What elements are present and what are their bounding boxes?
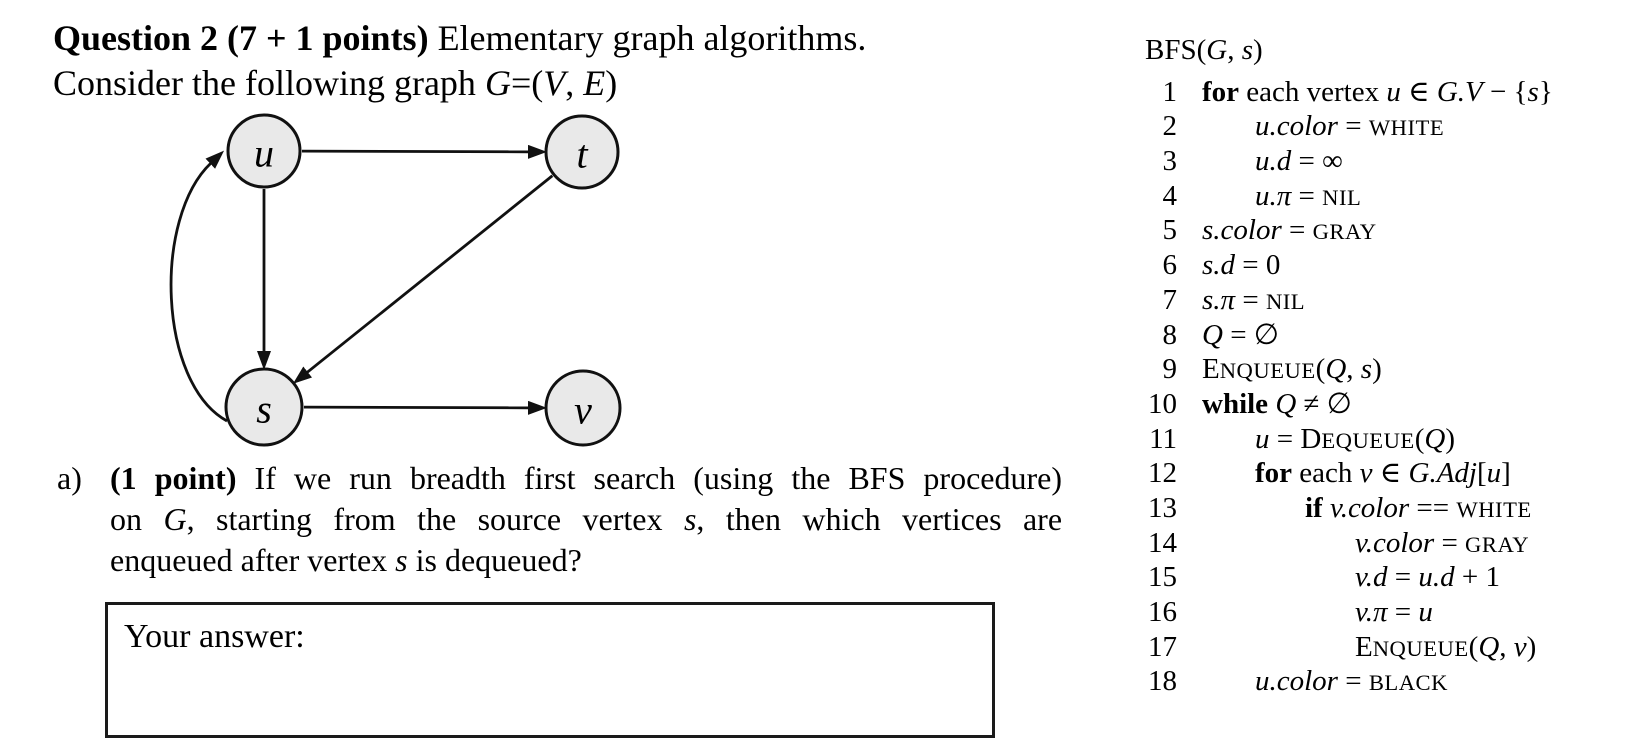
code-text: ENQUEUE(Q, s) bbox=[1202, 353, 1382, 386]
vertex-label-u: u bbox=[254, 131, 274, 176]
question-a-line2: on G, starting from the source vertex s,… bbox=[110, 501, 1063, 537]
question-a-text: (1 point) If we run breadth first search… bbox=[110, 458, 1062, 581]
code-line-6: 6 s.d = 0 bbox=[1145, 248, 1553, 283]
code-line-3: 3 u.d = ∞ bbox=[1145, 144, 1553, 179]
code-text: u.color = BLACK bbox=[1255, 665, 1448, 698]
vertex-label-t: t bbox=[576, 132, 588, 177]
code-text: v.d = u.d + 1 bbox=[1355, 561, 1500, 594]
code-line-11: 11 u = DEQUEUE(Q) bbox=[1145, 422, 1553, 457]
line-number: 14 bbox=[1148, 526, 1177, 559]
bfs-procedure-header: BFS(G, s) bbox=[1145, 34, 1263, 66]
code-line-17: 17 ENQUEUE(Q, v) bbox=[1145, 630, 1553, 665]
graph-edges bbox=[169, 144, 554, 423]
code-text: u.π = NIL bbox=[1255, 179, 1362, 212]
vertex-u bbox=[226, 113, 302, 189]
code-line-16: 16 v.π = u bbox=[1145, 595, 1553, 630]
bfs-code-lines: 1 for each vertex u ∈ G.V − {s} 2 u.color =… bbox=[1145, 75, 1553, 699]
code-text: u.d = ∞ bbox=[1255, 145, 1343, 178]
code-line-12: 12 for each v ∈ G.Adj[u] bbox=[1145, 456, 1553, 491]
vertex-label-s: s bbox=[256, 387, 272, 432]
code-line-9: 9 ENQUEUE(Q, s) bbox=[1145, 352, 1553, 387]
code-text: s.π = NIL bbox=[1202, 283, 1306, 316]
edge-t-to-s bbox=[292, 174, 554, 384]
line-number: 17 bbox=[1148, 630, 1177, 663]
line-number: 7 bbox=[1162, 283, 1178, 316]
question-title-line1: Question 2 (7 + 1 points) Elementary gra… bbox=[53, 18, 867, 58]
code-line-13: 13 if v.color == WHITE bbox=[1145, 491, 1553, 526]
code-line-15: 15 v.d = u.d + 1 bbox=[1145, 560, 1553, 595]
line-number: 5 bbox=[1162, 214, 1178, 247]
line-number: 11 bbox=[1149, 422, 1177, 455]
question-title: Question 2 (7 + 1 points) Elementary gra… bbox=[53, 16, 1063, 106]
code-text: for each vertex u ∈ G.V − {s} bbox=[1202, 75, 1553, 108]
code-text: for each v ∈ G.Adj[u] bbox=[1255, 457, 1511, 490]
question-a-label: a) bbox=[57, 460, 82, 496]
line-number: 8 bbox=[1162, 318, 1178, 351]
edge-u-to-t bbox=[301, 144, 547, 159]
graph-nodes: u t s v bbox=[224, 113, 622, 447]
vertex-s bbox=[224, 367, 304, 447]
vertex-label-v: v bbox=[574, 388, 592, 433]
code-line-7: 7 s.π = NIL bbox=[1145, 283, 1553, 318]
line-number: 15 bbox=[1148, 561, 1177, 594]
bfs-pseudocode: BFS(G, s) 1 for each vertex u ∈ G.V − {s}… bbox=[1145, 33, 1553, 699]
line-number: 4 bbox=[1162, 179, 1178, 212]
code-line-5: 5 s.color = GRAY bbox=[1145, 213, 1553, 248]
code-line-1: 1 for each vertex u ∈ G.V − {s} bbox=[1145, 75, 1553, 110]
line-number: 2 bbox=[1162, 110, 1178, 143]
line-number: 18 bbox=[1148, 665, 1177, 698]
line-number: 12 bbox=[1148, 457, 1177, 490]
code-text: v.π = u bbox=[1355, 596, 1433, 628]
code-line-14: 14 v.color = GRAY bbox=[1145, 526, 1553, 561]
code-line-10: 10 while Q ≠ ∅ bbox=[1145, 387, 1553, 422]
code-text: while Q ≠ ∅ bbox=[1202, 387, 1352, 420]
question-a-line1: (1 point) If we run breadth first search… bbox=[110, 460, 1063, 496]
vertex-v bbox=[544, 369, 622, 447]
answer-box[interactable]: Your answer: bbox=[105, 602, 995, 738]
code-text: s.color = GRAY bbox=[1202, 214, 1377, 247]
code-text: ENQUEUE(Q, v) bbox=[1355, 630, 1537, 663]
code-line-18: 18 u.color = BLACK bbox=[1145, 664, 1553, 699]
edge-s-to-u bbox=[169, 150, 228, 423]
code-line-8: 8 Q = ∅ bbox=[1145, 318, 1553, 353]
answer-box-label: Your answer: bbox=[124, 618, 305, 655]
code-text: s.d = 0 bbox=[1202, 249, 1281, 282]
line-number: 13 bbox=[1148, 491, 1177, 524]
code-line-4: 4 u.π = NIL bbox=[1145, 179, 1553, 214]
edge-s-to-v bbox=[303, 400, 547, 415]
line-number: 16 bbox=[1148, 596, 1177, 628]
vertex-t bbox=[544, 114, 620, 190]
code-text: u.color = WHITE bbox=[1255, 110, 1445, 143]
line-number: 9 bbox=[1162, 353, 1178, 386]
line-number: 10 bbox=[1148, 387, 1177, 420]
question-a-line3: enqueued after vertex s is dequeued? bbox=[110, 542, 582, 578]
line-number: 1 bbox=[1162, 75, 1178, 108]
code-text: if v.color == WHITE bbox=[1305, 491, 1532, 524]
code-text: u = DEQUEUE(Q) bbox=[1255, 422, 1456, 455]
line-number: 6 bbox=[1162, 249, 1178, 282]
line-number: 3 bbox=[1162, 145, 1178, 178]
question-title-line2: Consider the following graph G=(V, E) bbox=[53, 63, 618, 103]
code-text: Q = ∅ bbox=[1202, 318, 1280, 351]
code-line-2: 2 u.color = WHITE bbox=[1145, 109, 1553, 144]
code-text: v.color = GRAY bbox=[1355, 526, 1530, 559]
